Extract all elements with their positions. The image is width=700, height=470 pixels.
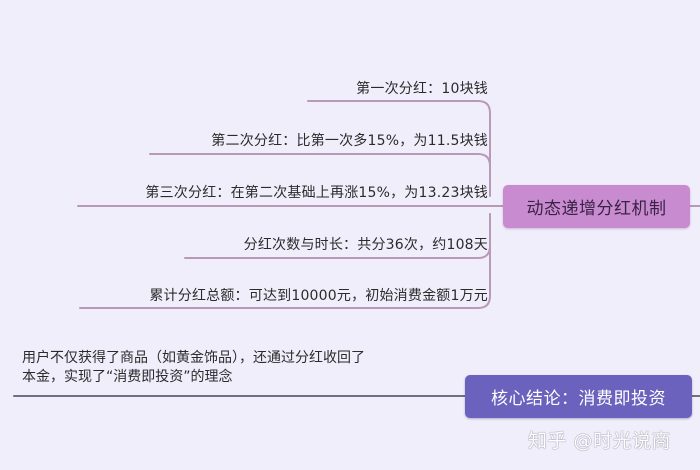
conclusion-note: 用户不仅获得了商品（如黄金饰品），还通过分红收回了 本金，实现了“消费即投资”的…: [22, 349, 462, 387]
mechanism-node[interactable]: 动态递增分红机制: [503, 185, 690, 228]
conclusion-node[interactable]: 核心结论：消费即投资: [465, 375, 692, 418]
mechanism-node-label: 动态递增分红机制: [526, 199, 667, 219]
conclusion-note-line-2: 本金，实现了“消费即投资”的理念: [22, 369, 233, 385]
branch-first-dividend: 第一次分红：10块钱: [356, 81, 488, 97]
branch-third-dividend: 第三次分红：在第二次基础上再涨15%，为13.23块钱: [145, 185, 488, 201]
branch-line-1: [307, 100, 491, 197]
branch-second-dividend: 第二次分红：比第一次多15%，为11.5块钱: [211, 133, 488, 149]
branch-count-duration: 分红次数与时长：共分36次，约108天: [243, 237, 488, 253]
branch-line-5: [79, 213, 491, 309]
branch-total-amount: 累计分红总额：可达到10000元，初始消费金额1万元: [149, 288, 488, 304]
watermark: 知乎 @时光说商: [528, 430, 672, 452]
conclusion-note-line-1: 用户不仅获得了商品（如黄金饰品），还通过分红收回了: [22, 350, 365, 366]
conclusion-node-label: 核心结论：消费即投资: [491, 389, 666, 409]
branch-line-2: [149, 153, 491, 167]
